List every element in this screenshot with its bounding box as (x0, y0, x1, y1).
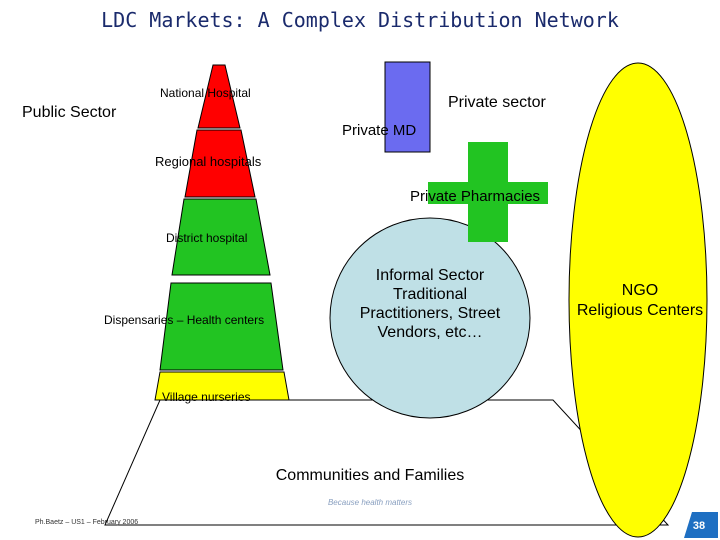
footer-author: Ph.Baetz – US1 – February 2006 (35, 519, 139, 526)
private-pharmacies-label: Private Pharmacies (410, 188, 541, 205)
national-hospital-tier (197, 64, 241, 129)
informal-sector-label: Informal Sector Traditional Practitioner… (330, 266, 530, 342)
ngo-label: NGO Religious Centers (560, 281, 720, 321)
slide-title: LDC Markets: A Complex Distribution Netw… (101, 8, 619, 32)
private-sector-label: Private sector (448, 94, 546, 111)
regional-hospitals-tier (184, 129, 256, 198)
private-md-label: Private MD (342, 122, 417, 139)
district-hospital-tier (171, 198, 271, 276)
village-nurseries-tier (154, 371, 290, 401)
national-hospital-label: National Hospital (160, 86, 251, 100)
dispensaries-tier (159, 282, 284, 371)
informal-sector-line-4: Vendors, etc… (377, 324, 483, 341)
village-nurseries-label: Village nurseries (162, 390, 251, 404)
private-md-bar (384, 61, 431, 153)
pharmacy-cross (428, 142, 548, 242)
logo-tagline: Because health matters (327, 498, 413, 507)
informal-sector-line-3: Practitioners, Street (359, 305, 501, 322)
page-badge (684, 512, 718, 538)
informal-sector-line-2: Traditional (392, 286, 468, 303)
district-hospital-label: District hospital (166, 231, 248, 245)
page-number: 38 (692, 520, 706, 532)
dispensaries-label: Dispensaries – Health centers (104, 313, 265, 327)
ngo-line-1: NGO (621, 282, 659, 299)
communities-label: Communities and Families (275, 467, 465, 484)
regional-hospitals-label: Regional hospitals (155, 154, 262, 169)
informal-sector-line-1: Informal Sector (375, 267, 485, 284)
public-sector-label: Public Sector (22, 104, 117, 121)
ngo-ellipse (568, 62, 708, 538)
ngo-line-2: Religious Centers (576, 302, 704, 319)
informal-sector-circle (329, 217, 531, 419)
